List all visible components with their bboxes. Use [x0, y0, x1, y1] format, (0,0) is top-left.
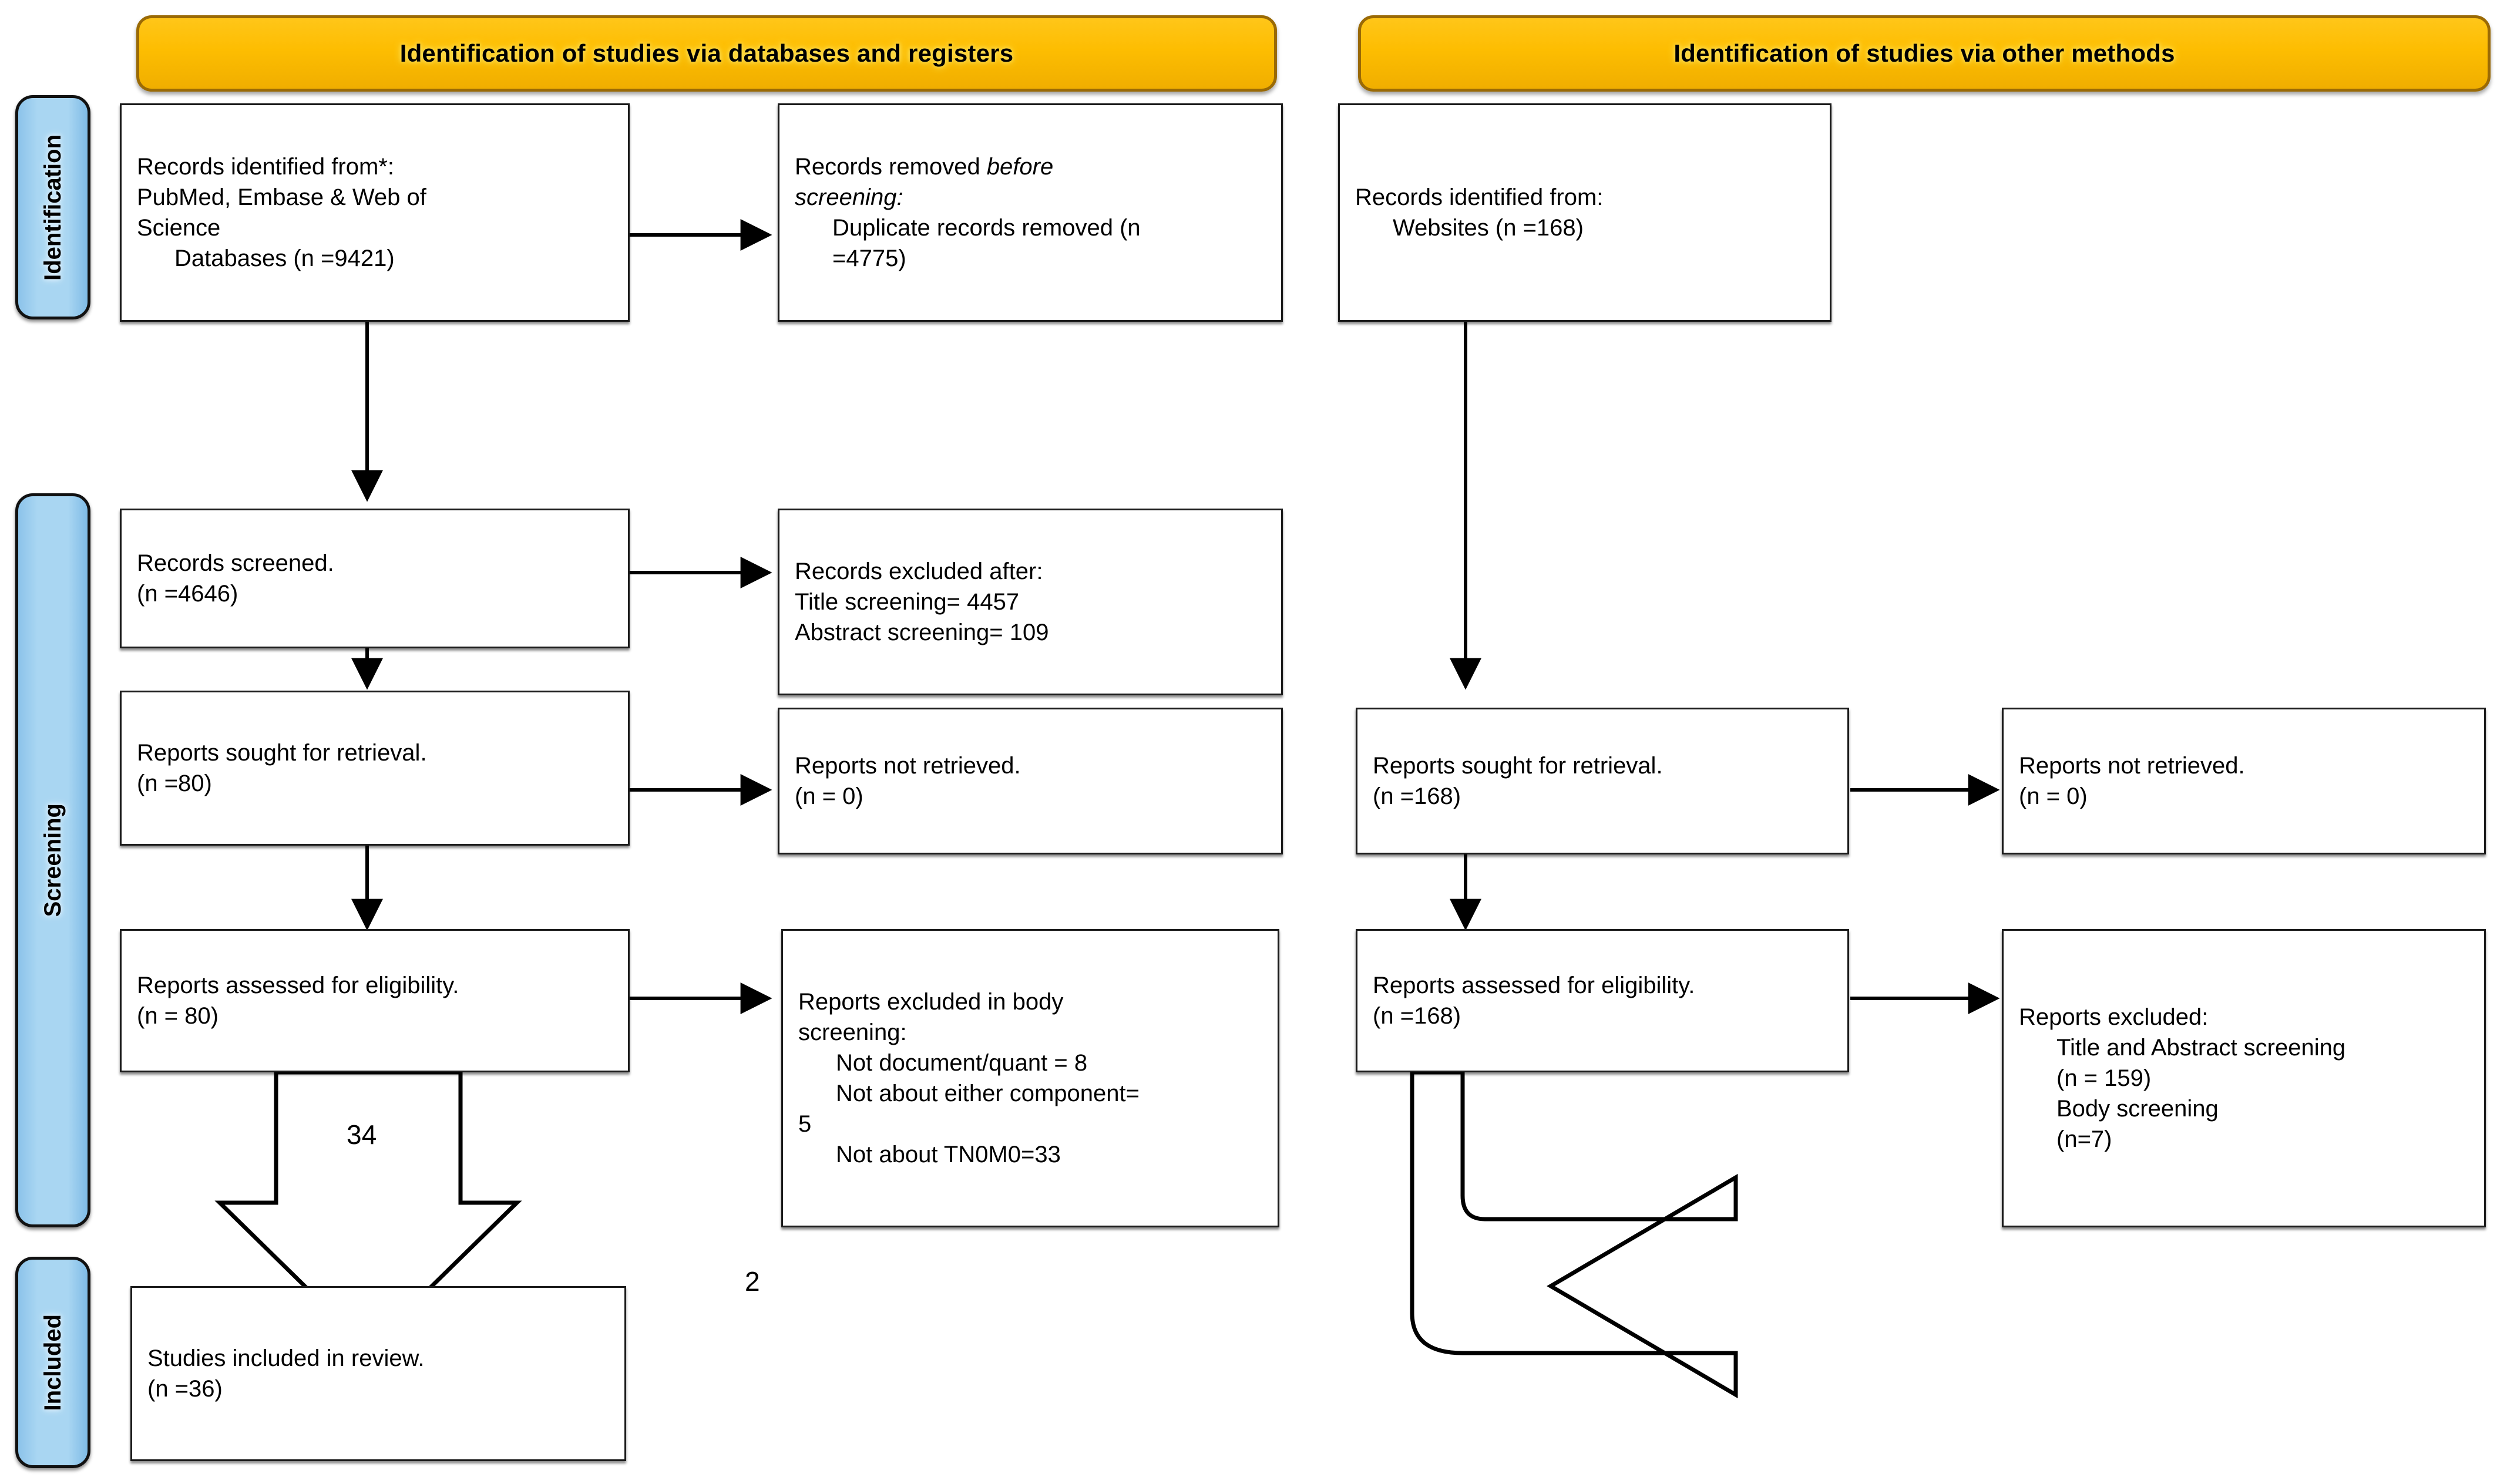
box-line: 5 [798, 1111, 812, 1137]
box-line: Records screened. [137, 550, 334, 576]
box-records-screened: Records screened. (n =4646) [120, 509, 630, 648]
box-line: (n = 0) [2019, 783, 2088, 809]
box-line: Reports not retrieved. [795, 753, 1021, 779]
banner-other-methods-label: Identification of studies via other meth… [1673, 39, 2175, 67]
box-line: Not document/quant = 8 [836, 1050, 1088, 1076]
box-line: Not about either component= [836, 1081, 1140, 1106]
box-reports-sought-databases: Reports sought for retrieval. (n =80) [120, 691, 630, 846]
box-line: (n =80) [137, 770, 212, 796]
box-line: (n =4646) [137, 581, 238, 607]
box-line: Records identified from*: [137, 154, 394, 180]
box-reports-assessed-other: Reports assessed for eligibility. (n =16… [1356, 929, 1849, 1072]
box-reports-not-retrieved-databases: Reports not retrieved. (n = 0) [778, 708, 1283, 854]
box-line: Abstract screening= 109 [795, 620, 1049, 645]
box-line: Title screening= 4457 [795, 589, 1020, 615]
box-studies-included: Studies included in review. (n =36) [130, 1286, 626, 1461]
box-line: (n =168) [1373, 1003, 1461, 1029]
flow-label-34: 34 [347, 1119, 377, 1150]
box-line: Reports sought for retrieval. [137, 740, 427, 766]
box-reports-excluded-body-screening: Reports excluded in body screening: Not … [781, 929, 1279, 1227]
box-records-identified-websites: Records identified from: Websites (n =16… [1338, 103, 1831, 322]
box-line: Reports sought for retrieval. [1373, 753, 1663, 779]
box-line: Databases (n =9421) [174, 245, 395, 271]
box-records-removed-before-screening: Records removed before screening: Duplic… [778, 103, 1283, 322]
block-arrow-2 [1410, 1070, 1738, 1399]
banner-databases-label: Identification of studies via databases … [399, 39, 1014, 67]
box-reports-assessed-databases: Reports assessed for eligibility. (n = 8… [120, 929, 630, 1072]
box-line: Title and Abstract screening [2056, 1035, 2346, 1061]
box-line: (n = 80) [137, 1003, 219, 1029]
box-line: (n =36) [147, 1376, 223, 1402]
box-line: Studies included in review. [147, 1345, 425, 1371]
phase-rail-screening-label: Screening [39, 803, 66, 917]
box-line: Records identified from: [1355, 184, 1604, 210]
box-records-excluded: Records excluded after: Title screening=… [778, 509, 1283, 695]
box-line: Records removed before [795, 154, 1054, 180]
banner-other-methods: Identification of studies via other meth… [1358, 15, 2491, 92]
box-line: (n =168) [1373, 783, 1461, 809]
box-reports-excluded-other: Reports excluded: Title and Abstract scr… [2002, 929, 2486, 1227]
box-line: PubMed, Embase & Web of [137, 184, 426, 210]
box-line: Reports not retrieved. [2019, 753, 2245, 779]
box-line: screening: [798, 1019, 907, 1045]
box-line: Reports assessed for eligibility. [137, 972, 459, 998]
box-reports-not-retrieved-other: Reports not retrieved. (n = 0) [2002, 708, 2486, 854]
box-reports-sought-other: Reports sought for retrieval. (n =168) [1356, 708, 1849, 854]
box-line: Websites (n =168) [1393, 215, 1584, 241]
box-line: Duplicate records removed (n [832, 215, 1141, 241]
box-line: Reports excluded: [2019, 1004, 2209, 1030]
box-line: Body screening [2056, 1096, 2219, 1122]
phase-rail-included-label: Included [39, 1314, 66, 1411]
box-line: screening: [795, 184, 903, 210]
box-line: Reports excluded in body [798, 989, 1064, 1015]
box-line: (n=7) [2056, 1126, 2112, 1152]
flow-label-2: 2 [745, 1266, 760, 1297]
box-line: Reports assessed for eligibility. [1373, 972, 1695, 998]
box-line: Science [137, 215, 221, 241]
box-line: (n = 0) [795, 783, 863, 809]
box-line: (n = 159) [2056, 1065, 2152, 1091]
box-records-identified-databases: Records identified from*: PubMed, Embase… [120, 103, 630, 322]
phase-rail-identification: Identification [15, 95, 90, 319]
banner-databases: Identification of studies via databases … [136, 15, 1277, 92]
phase-rail-screening: Screening [15, 493, 90, 1227]
box-line: Not about TN0M0=33 [836, 1142, 1061, 1167]
phase-rail-identification-label: Identification [39, 134, 66, 281]
box-line: =4775) [832, 245, 906, 271]
box-line: Records excluded after: [795, 558, 1043, 584]
phase-rail-included: Included [15, 1257, 90, 1468]
